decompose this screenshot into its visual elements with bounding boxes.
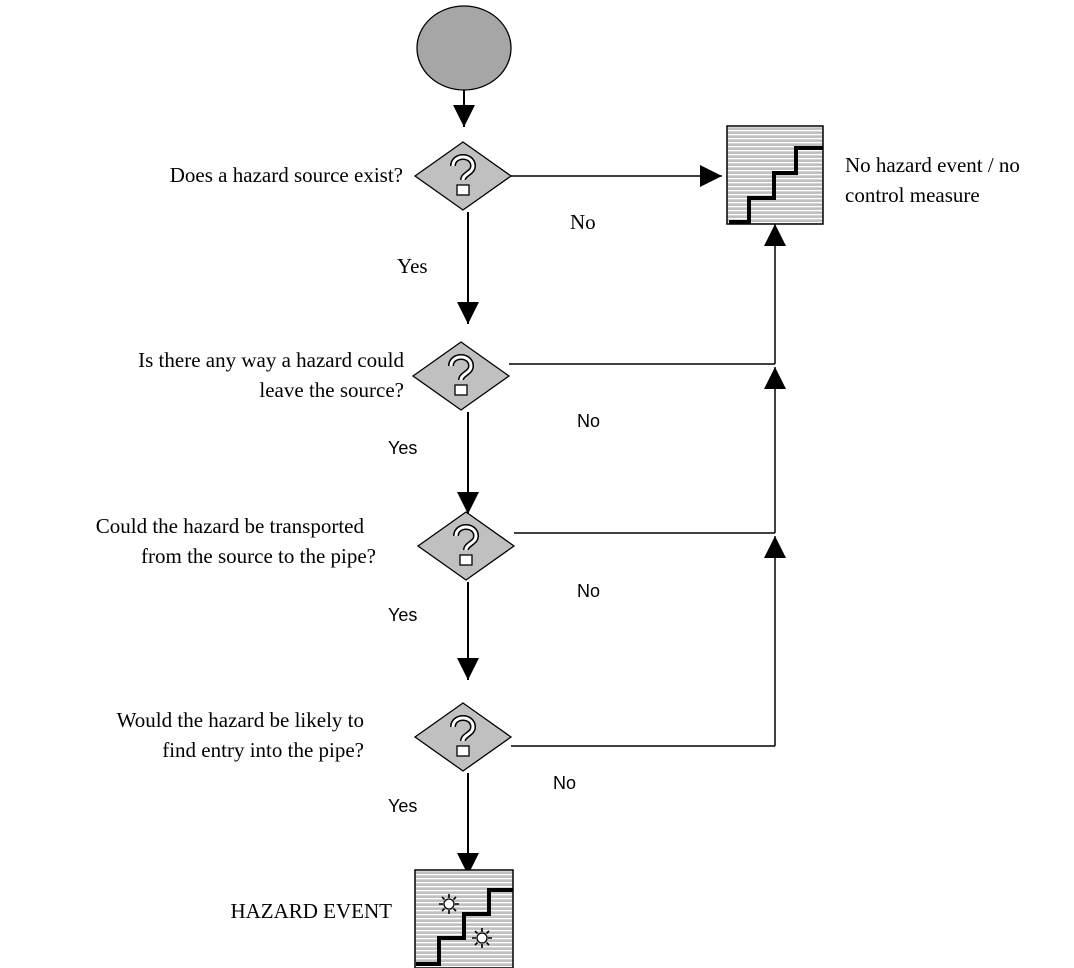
stairs-icon (729, 146, 823, 224)
spark-icon (472, 928, 492, 948)
no-hazard-line1: No hazard event / no (845, 153, 1020, 177)
no-hazard-box (726, 125, 824, 225)
question-2-line1: Is there any way a hazard could (138, 348, 404, 372)
question-mark-icon (453, 524, 480, 566)
question-1-text: Does a hazard source exist? (170, 163, 403, 187)
question-mark-icon (450, 154, 477, 196)
decision-1 (413, 141, 513, 211)
no-label-4: No (553, 773, 576, 793)
question-mark-icon (448, 354, 475, 396)
question-4-line1: Would the hazard be likely to (117, 708, 364, 732)
yes-label-1: Yes (397, 254, 428, 278)
question-3-line1: Could the hazard be transported (96, 514, 365, 538)
question-2-line2: leave the source? (259, 378, 404, 402)
hazard-event-box (414, 869, 514, 968)
question-3-line2: from the source to the pipe? (141, 544, 376, 568)
no-label-3: No (577, 581, 600, 601)
no-label-2: No (577, 411, 600, 431)
stairs-icon (416, 888, 513, 966)
question-4-line2: find entry into the pipe? (162, 738, 364, 762)
no-label-1: No (570, 210, 596, 234)
no-hazard-line2: control measure (845, 183, 980, 207)
yes-label-2: Yes (388, 438, 417, 458)
spark-icon (439, 894, 459, 914)
question-mark-icon (450, 715, 477, 757)
decision-3 (416, 511, 516, 581)
yes-label-4: Yes (388, 796, 417, 816)
hazard-event-label: HAZARD EVENT (230, 899, 392, 923)
decision-2 (411, 341, 511, 411)
decision-4 (413, 702, 513, 772)
start-node (416, 5, 512, 91)
yes-label-3: Yes (388, 605, 417, 625)
